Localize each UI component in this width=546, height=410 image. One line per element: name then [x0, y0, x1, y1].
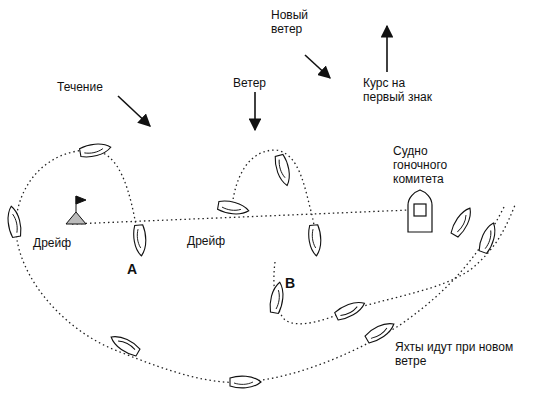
- diagram-label: Дрейф: [32, 236, 72, 250]
- diagram-label: Дрейф: [186, 234, 226, 248]
- diagram-label: Течение: [56, 80, 104, 94]
- diagram-label: B: [284, 276, 296, 290]
- diagram-label: Новый ветер: [270, 8, 322, 36]
- diagram-label: A: [126, 262, 138, 276]
- diagram-label: Судно гоночного комитета: [392, 144, 474, 186]
- diagram-label: Курс на первый знак: [362, 76, 444, 104]
- diagram-label: Ветер: [232, 76, 267, 90]
- diagram-label: Яхты идут при новом ветре: [394, 340, 526, 368]
